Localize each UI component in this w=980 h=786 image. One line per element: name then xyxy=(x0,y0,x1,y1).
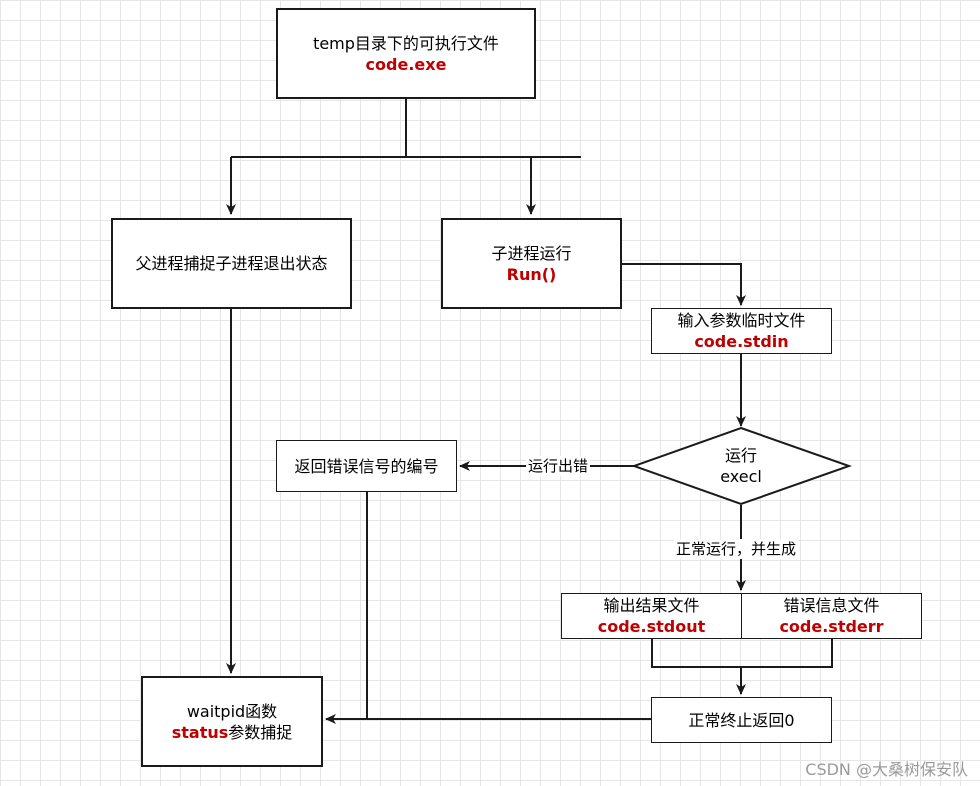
node-waitpid-capture: 参数捕捉 xyxy=(228,722,293,742)
node-execl-func: execl xyxy=(720,467,762,486)
node-stderr-file: code.stderr xyxy=(779,617,884,636)
node-stdout-title: 输出结果文件 xyxy=(603,596,700,615)
node-stderr: 错误信息文件 code.stderr xyxy=(741,593,922,639)
node-stdout-file: code.stdout xyxy=(597,617,706,636)
node-stdin-file: code.stdin xyxy=(694,332,789,351)
node-waitpid-title: waitpid函数 xyxy=(186,701,278,721)
node-error-signal-label: 返回错误信号的编号 xyxy=(294,456,439,476)
node-waitpid: waitpid函数 status参数捕捉 xyxy=(141,676,323,767)
node-code-exe: temp目录下的可执行文件 code.exe xyxy=(276,8,536,99)
node-normal-exit-label: 正常终止返回0 xyxy=(688,710,795,730)
edge-label-run-error: 运行出错 xyxy=(526,456,591,476)
node-parent-capture: 父进程捕捉子进程退出状态 xyxy=(111,218,352,309)
node-parent-capture-label: 父进程捕捉子进程退出状态 xyxy=(135,254,328,273)
node-code-exe-title: temp目录下的可执行文件 xyxy=(313,33,499,53)
node-waitpid-status: status xyxy=(171,722,229,742)
node-waitpid-param: status参数捕捉 xyxy=(172,722,293,743)
node-child-run: 子进程运行 Run() xyxy=(441,218,622,309)
node-error-signal: 返回错误信号的编号 xyxy=(276,440,457,492)
node-stdin-title: 输入参数临时文件 xyxy=(677,311,806,330)
edge-child-stdin xyxy=(622,263,746,306)
execl-diamond xyxy=(631,426,853,506)
node-stdout: 输出结果文件 code.stdout xyxy=(561,593,742,639)
node-execl-title: 运行 xyxy=(724,446,757,465)
edge-signal-waitpid xyxy=(326,492,368,720)
node-execl-label: 运行 execl xyxy=(681,445,801,487)
node-stdin: 输入参数临时文件 code.stdin xyxy=(651,308,832,354)
edge-label-normal-run: 正常运行，并生成 xyxy=(674,539,799,559)
watermark: CSDN @大桑树保安队 xyxy=(805,760,968,779)
node-child-run-func: Run() xyxy=(506,264,557,284)
node-child-run-title: 子进程运行 xyxy=(491,243,572,263)
edge-output-merge xyxy=(651,639,833,668)
node-stderr-title: 错误信息文件 xyxy=(783,596,880,615)
node-code-exe-file: code.exe xyxy=(365,54,447,74)
node-normal-exit: 正常终止返回0 xyxy=(651,697,832,743)
